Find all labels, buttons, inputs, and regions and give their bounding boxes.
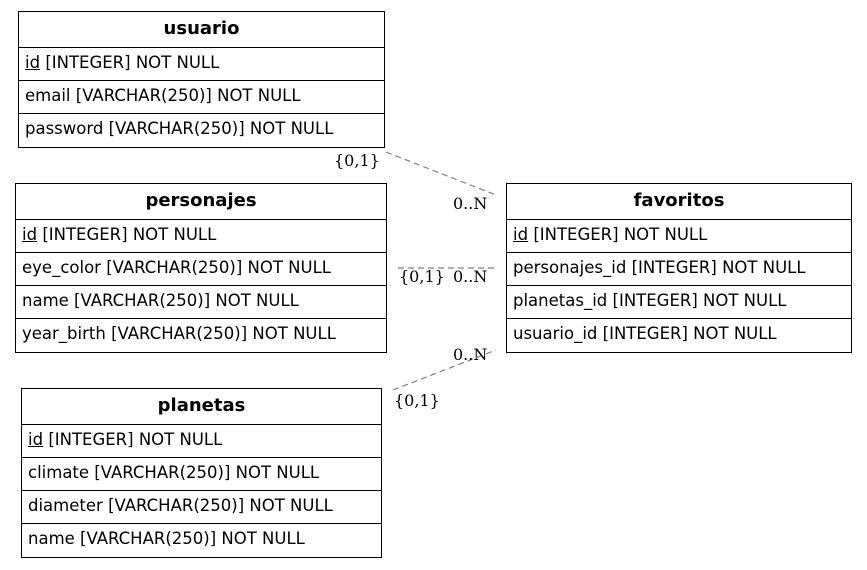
column-type: [INTEGER] NOT NULL (631, 258, 806, 277)
column-row: name [VARCHAR(250)] NOT NULL (22, 524, 381, 557)
column-name: diameter (28, 496, 103, 515)
column-row: personajes_id [INTEGER] NOT NULL (507, 253, 851, 286)
column-type: [INTEGER] NOT NULL (612, 291, 787, 310)
column-type: [INTEGER] NOT NULL (48, 430, 223, 449)
cardinality-usuario-many: 0..N (453, 194, 488, 213)
column-name: eye_color (22, 258, 101, 277)
column-name: usuario_id (513, 324, 598, 343)
entity-title: usuario (19, 12, 384, 48)
entity-usuario[interactable]: usuario id [INTEGER] NOT NULL email [VAR… (18, 11, 385, 148)
column-row: name [VARCHAR(250)] NOT NULL (16, 286, 386, 319)
primary-key-name: id (513, 225, 529, 244)
column-type: [VARCHAR(250)] NOT NULL (74, 291, 299, 310)
primary-key-name: id (22, 225, 38, 244)
column-row: diameter [VARCHAR(250)] NOT NULL (22, 491, 381, 524)
column-name: password (25, 119, 104, 138)
column-name: name (22, 291, 69, 310)
column-row: email [VARCHAR(250)] NOT NULL (19, 81, 384, 114)
link-planetas-favoritos (392, 349, 497, 391)
column-name: name (28, 529, 75, 548)
entity-personajes[interactable]: personajes id [INTEGER] NOT NULL eye_col… (15, 183, 387, 353)
column-name: email (25, 86, 71, 105)
entity-title: planetas (22, 389, 381, 425)
primary-key-name: id (28, 430, 44, 449)
primary-key-name: id (25, 53, 41, 72)
cardinality-usuario-one: {0,1} (334, 151, 380, 170)
column-type: [INTEGER] NOT NULL (602, 324, 777, 343)
column-type: [VARCHAR(250)] NOT NULL (108, 496, 333, 515)
column-type: [INTEGER] NOT NULL (45, 53, 220, 72)
column-type: [VARCHAR(250)] NOT NULL (80, 529, 305, 548)
column-type: [INTEGER] NOT NULL (42, 225, 217, 244)
column-row: climate [VARCHAR(250)] NOT NULL (22, 458, 381, 491)
column-type: [VARCHAR(250)] NOT NULL (75, 86, 301, 105)
column-type: [VARCHAR(250)] NOT NULL (94, 463, 320, 482)
column-name: climate (28, 463, 90, 482)
entity-title: personajes (16, 184, 386, 220)
column-row: year_birth [VARCHAR(250)] NOT NULL (16, 319, 386, 352)
column-row: id [INTEGER] NOT NULL (19, 48, 384, 81)
cardinality-planetas-many: 0..N (453, 345, 488, 364)
entity-title: favoritos (507, 184, 851, 220)
column-row: id [INTEGER] NOT NULL (22, 425, 381, 458)
column-row: id [INTEGER] NOT NULL (16, 220, 386, 253)
column-row: usuario_id [INTEGER] NOT NULL (507, 319, 851, 352)
column-type: [INTEGER] NOT NULL (533, 225, 708, 244)
cardinality-personajes-many: 0..N (453, 267, 488, 286)
column-type: [VARCHAR(250)] NOT NULL (108, 119, 334, 138)
column-name: planetas_id (513, 291, 608, 310)
column-name: personajes_id (513, 258, 627, 277)
link-usuario-favoritos (385, 151, 497, 196)
entity-planetas[interactable]: planetas id [INTEGER] NOT NULL climate [… (21, 388, 382, 558)
column-name: year_birth (22, 324, 106, 343)
entity-favoritos[interactable]: favoritos id [INTEGER] NOT NULL personaj… (506, 183, 852, 353)
column-row: planetas_id [INTEGER] NOT NULL (507, 286, 851, 319)
cardinality-planetas-one: {0,1} (394, 391, 440, 410)
column-row: password [VARCHAR(250)] NOT NULL (19, 114, 384, 147)
column-row: eye_color [VARCHAR(250)] NOT NULL (16, 253, 386, 286)
column-row: id [INTEGER] NOT NULL (507, 220, 851, 253)
column-type: [VARCHAR(250)] NOT NULL (106, 258, 331, 277)
cardinality-personajes-one: {0,1} (399, 267, 445, 286)
column-type: [VARCHAR(250)] NOT NULL (111, 324, 336, 343)
